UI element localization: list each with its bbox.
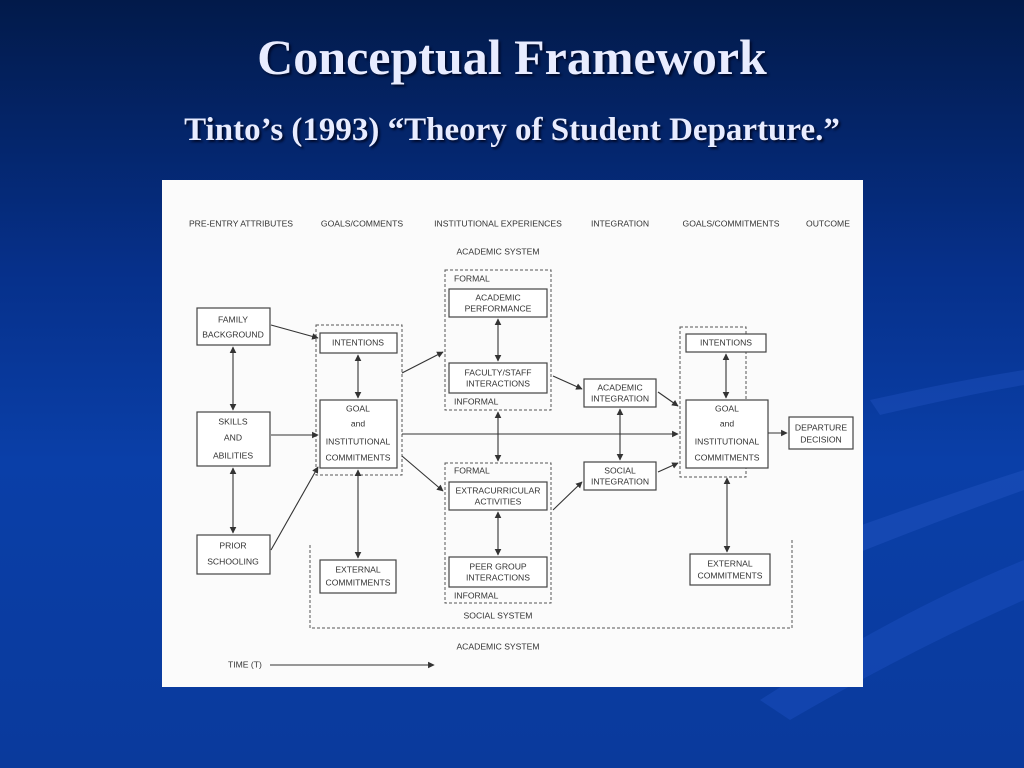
svg-text:and: and <box>351 418 366 428</box>
svg-text:DEPARTURE: DEPARTURE <box>795 422 847 432</box>
svg-text:SKILLS: SKILLS <box>218 416 247 426</box>
extracurricular-box: EXTRACURRICULAR ACTIVITIES <box>448 481 548 511</box>
goal-commitments-right-box: GOAL and INSTITUTIONAL COMMITMENTS <box>685 399 769 469</box>
header-institutional-experiences: INSTITUTIONAL EXPERIENCES <box>434 218 562 228</box>
svg-text:SOCIAL: SOCIAL <box>604 465 636 475</box>
formal-bottom-label: FORMAL <box>454 465 490 475</box>
svg-text:and: and <box>720 418 735 428</box>
svg-text:ACADEMIC: ACADEMIC <box>597 382 642 392</box>
svg-text:INTENTIONS: INTENTIONS <box>332 337 384 347</box>
svg-text:PEER GROUP: PEER GROUP <box>469 561 527 571</box>
svg-text:GOAL: GOAL <box>715 403 739 413</box>
time-label: TIME (T) <box>228 659 262 669</box>
informal-bottom-label: INFORMAL <box>454 590 499 600</box>
svg-text:INTEGRATION: INTEGRATION <box>591 476 649 486</box>
external-commitments-left-box: EXTERNAL COMMITMENTS <box>319 559 397 594</box>
family-background-box: FAMILY BACKGROUND <box>196 307 271 346</box>
header-pre-entry-attributes: PRE-ENTRY ATTRIBUTES <box>189 218 293 228</box>
academic-integration-box: ACADEMIC INTEGRATION <box>583 378 657 408</box>
svg-text:COMMITMENTS: COMMITMENTS <box>698 570 763 580</box>
social-system-boundary <box>309 538 793 629</box>
slide-subtitle: Tinto’s (1993) “Theory of Student Depart… <box>184 112 840 148</box>
social-system-label: SOCIAL SYSTEM <box>464 610 533 620</box>
svg-text:INSTITUTIONAL: INSTITUTIONAL <box>326 436 391 446</box>
svg-text:FACULTY/STAFF: FACULTY/STAFF <box>464 367 531 377</box>
tinto-model-diagram: PRE-ENTRY ATTRIBUTES GOALS/COMMENTS INST… <box>162 180 863 687</box>
svg-text:EXTRACURRICULAR: EXTRACURRICULAR <box>456 485 541 495</box>
svg-text:GOAL: GOAL <box>346 403 370 413</box>
academic-system-group <box>444 269 552 411</box>
goal-commitments-left-box: GOAL and INSTITUTIONAL COMMITMENTS <box>319 399 398 469</box>
intentions-left-box: INTENTIONS <box>319 332 398 354</box>
svg-text:PERFORMANCE: PERFORMANCE <box>465 303 532 313</box>
svg-text:INTERACTIONS: INTERACTIONS <box>466 378 530 388</box>
svg-text:EXTERNAL: EXTERNAL <box>707 558 753 568</box>
prior-schooling-box: PRIOR SCHOOLING <box>196 534 271 575</box>
formal-top-label: FORMAL <box>454 273 490 283</box>
faculty-staff-box: FACULTY/STAFF INTERACTIONS <box>448 362 548 394</box>
svg-text:ABILITIES: ABILITIES <box>213 450 253 460</box>
diagram-arrows <box>229 318 788 669</box>
svg-text:PRIOR: PRIOR <box>219 540 246 550</box>
intentions-right-box: INTENTIONS <box>685 333 767 353</box>
svg-text:ACTIVITIES: ACTIVITIES <box>475 496 522 506</box>
header-goals-commitments: GOALS/COMMITMENTS <box>683 218 780 228</box>
academic-performance-box: ACADEMIC PERFORMANCE <box>448 288 548 318</box>
header-integration: INTEGRATION <box>591 218 649 228</box>
header-goals-comments: GOALS/COMMENTS <box>321 218 403 228</box>
social-integration-box: SOCIAL INTEGRATION <box>583 461 657 491</box>
header-outcome: OUTCOME <box>806 218 850 228</box>
svg-text:ACADEMIC: ACADEMIC <box>475 292 520 302</box>
academic-system-top-label: ACADEMIC SYSTEM <box>456 246 539 256</box>
svg-text:SCHOOLING: SCHOOLING <box>207 556 259 566</box>
departure-decision-box: DEPARTURE DECISION <box>788 416 854 450</box>
academic-system-bottom-label: ACADEMIC SYSTEM <box>456 641 539 651</box>
svg-text:BACKGROUND: BACKGROUND <box>202 329 264 339</box>
svg-text:COMMITMENTS: COMMITMENTS <box>326 452 391 462</box>
svg-text:COMMITMENTS: COMMITMENTS <box>326 577 391 587</box>
goals-group-left <box>315 324 403 476</box>
slide-title: Conceptual Framework <box>257 29 767 85</box>
svg-text:EXTERNAL: EXTERNAL <box>335 564 381 574</box>
informal-top-label: INFORMAL <box>454 396 499 406</box>
svg-text:COMMITMENTS: COMMITMENTS <box>695 452 760 462</box>
svg-text:INTEGRATION: INTEGRATION <box>591 393 649 403</box>
social-system-group <box>444 462 552 604</box>
skills-abilities-box: SKILLS AND ABILITIES <box>196 411 271 467</box>
peer-group-box: PEER GROUP INTERACTIONS <box>448 556 548 588</box>
svg-text:AND: AND <box>224 432 242 442</box>
svg-text:INTENTIONS: INTENTIONS <box>700 337 752 347</box>
external-commitments-right-box: EXTERNAL COMMITMENTS <box>689 553 771 586</box>
diagram-canvas: PRE-ENTRY ATTRIBUTES GOALS/COMMENTS INST… <box>189 218 854 669</box>
svg-text:DECISION: DECISION <box>800 434 842 444</box>
svg-text:INTERACTIONS: INTERACTIONS <box>466 572 530 582</box>
svg-text:INSTITUTIONAL: INSTITUTIONAL <box>695 436 760 446</box>
svg-text:FAMILY: FAMILY <box>218 314 248 324</box>
